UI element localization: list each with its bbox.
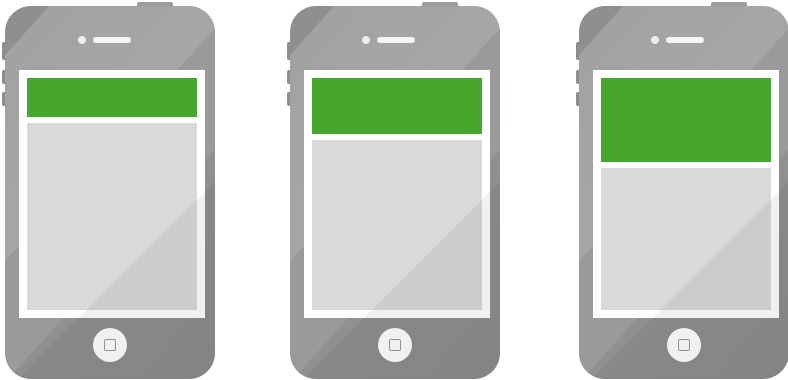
speaker-grille-icon <box>93 37 131 43</box>
screen-content-area <box>312 140 482 310</box>
screen-header-bar <box>601 78 771 162</box>
home-button-icon <box>667 328 701 362</box>
front-camera-icon <box>651 36 659 44</box>
phone-screen <box>593 70 779 318</box>
screen-header-bar <box>312 78 482 134</box>
phone-mockup-3 <box>579 6 788 379</box>
speaker-grille-icon <box>666 37 704 43</box>
home-square-icon <box>389 339 401 351</box>
phone-mockup-1 <box>5 6 215 379</box>
screen-content-area <box>601 168 771 310</box>
screen-header-bar <box>27 78 197 117</box>
phone-mockup-2 <box>290 6 500 379</box>
front-camera-icon <box>78 36 86 44</box>
home-square-icon <box>104 339 116 351</box>
screen-content-area <box>27 123 197 310</box>
phone-screen <box>19 70 205 318</box>
home-button-icon <box>378 328 412 362</box>
front-camera-icon <box>362 36 370 44</box>
home-button-icon <box>93 328 127 362</box>
phone-screen <box>304 70 490 318</box>
speaker-grille-icon <box>377 37 415 43</box>
home-square-icon <box>678 339 690 351</box>
